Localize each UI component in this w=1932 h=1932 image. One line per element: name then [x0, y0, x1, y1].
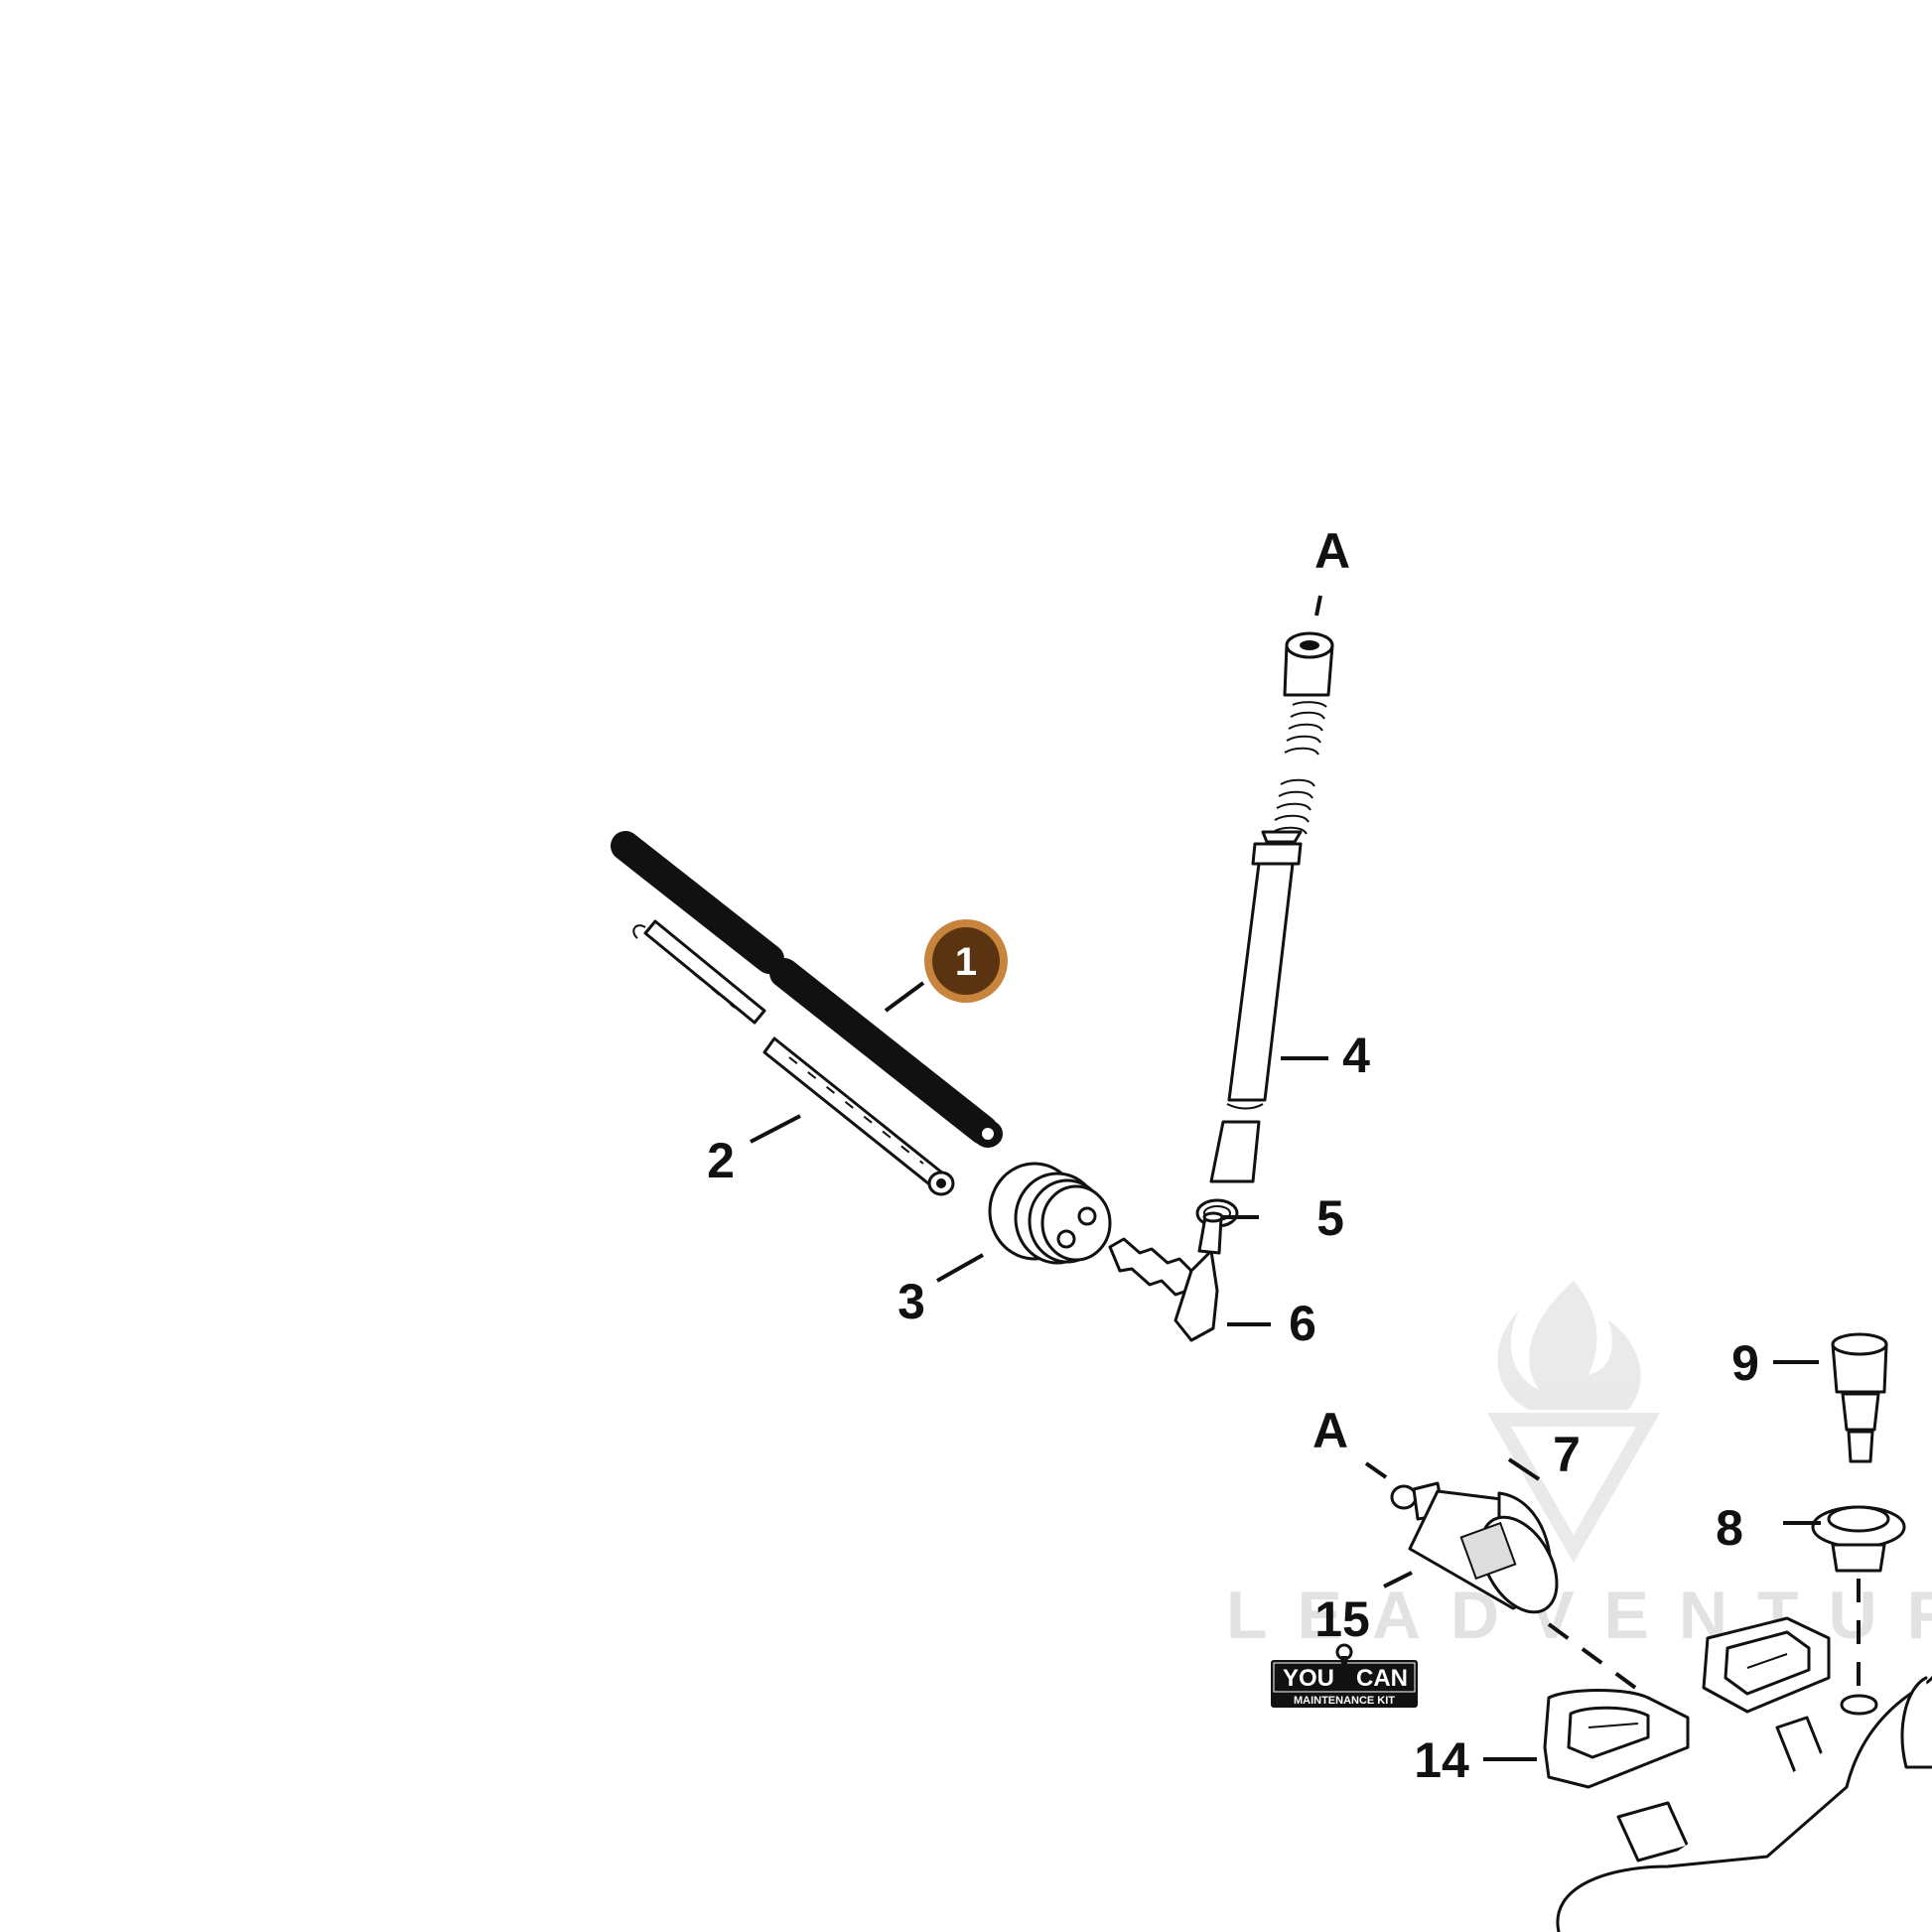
- callout-4[interactable]: 4: [1342, 1028, 1370, 1083]
- part-14-tank-body[interactable]: [1543, 1616, 1932, 1932]
- callout-3[interactable]: 3: [897, 1274, 925, 1329]
- callout-6[interactable]: 6: [1289, 1296, 1316, 1351]
- kit-text-you: YOU: [1283, 1665, 1334, 1692]
- callout-labels: 1 2 3 4 5 6 7 8 9 14 15 A A: [707, 523, 1759, 1788]
- callout-1-badge[interactable]: 1: [924, 919, 1008, 1003]
- part-4-pickup-hose[interactable]: [1209, 631, 1334, 1183]
- part-2-white-hose[interactable]: [632, 919, 955, 1196]
- callout-leaders: [750, 981, 1821, 1761]
- part-8-grommet[interactable]: [1811, 1505, 1906, 1573]
- kit-text-can: CAN: [1356, 1665, 1408, 1692]
- callout-7[interactable]: 7: [1553, 1427, 1581, 1482]
- callout-14[interactable]: 14: [1414, 1732, 1469, 1788]
- ref-a-top: A: [1314, 523, 1350, 579]
- assembly-lines: [1314, 595, 1861, 1692]
- maintenance-kit-badge: YOU CAN MAINTENANCE KIT: [1271, 1643, 1418, 1708]
- wrench-icon: [1335, 1643, 1353, 1674]
- callout-2[interactable]: 2: [707, 1133, 735, 1188]
- callout-8[interactable]: 8: [1716, 1500, 1743, 1556]
- part-1-black-hose[interactable]: [611, 831, 1003, 1148]
- part-6-elbow-connector[interactable]: [1108, 1211, 1224, 1342]
- part-3-grommet[interactable]: [988, 1162, 1112, 1265]
- watermark: LEADVENTURE: [1226, 1281, 1932, 1653]
- part-7-fuel-filter[interactable]: [1390, 1481, 1573, 1625]
- callout-5[interactable]: 5: [1316, 1190, 1344, 1246]
- callout-1: 1: [955, 940, 977, 984]
- flame-v-logo-icon: [1486, 1281, 1661, 1564]
- callout-15[interactable]: 15: [1314, 1591, 1370, 1647]
- callout-9[interactable]: 9: [1731, 1335, 1759, 1391]
- ref-a-bottom: A: [1312, 1403, 1348, 1458]
- part-9-connector[interactable]: [1831, 1332, 1888, 1463]
- kit-text-subtitle: MAINTENANCE KIT: [1294, 1695, 1395, 1707]
